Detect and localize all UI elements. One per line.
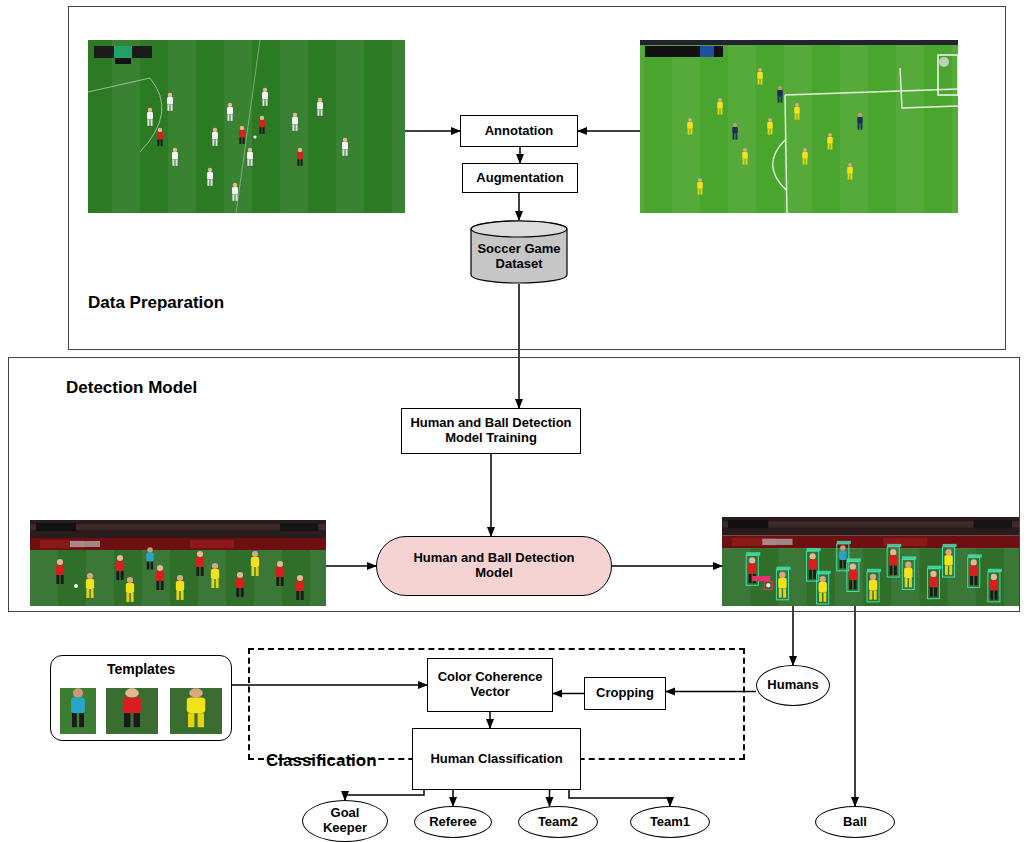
- output-ellipse: Team2: [518, 806, 598, 838]
- process-box: Augmentation: [462, 163, 578, 193]
- process-box: Human Classification: [412, 728, 581, 790]
- node-label: Human Classification: [430, 752, 562, 767]
- output-ellipse: Team1: [630, 806, 710, 838]
- flow-arrow: [518, 193, 520, 220]
- node-label: Soccer Game Dataset: [474, 242, 564, 272]
- node-label: Goal Keeper: [311, 806, 379, 836]
- detection-output-frame: [722, 517, 1020, 606]
- node-label: Team2: [538, 815, 578, 830]
- data-ellipse: Humans: [756, 665, 830, 706]
- node-label: Human and Ball Detection Model: [393, 551, 595, 581]
- classification-group: ClassificationColor Coherence VectorCrop…: [248, 648, 745, 760]
- soccer-frame: [640, 40, 958, 213]
- node-label: Cropping: [596, 686, 654, 701]
- node-label: Annotation: [485, 124, 554, 139]
- data-preparation-panel: Data Preparation AnnotationAugmentationSo…: [68, 6, 1006, 350]
- output-ellipse: Ball: [815, 806, 895, 838]
- node-label: Ball: [843, 815, 867, 830]
- flow-arrow: [490, 454, 492, 536]
- node-label: Augmentation: [476, 171, 563, 186]
- flow-arrow: [232, 684, 427, 686]
- group-heading: Detection Model: [66, 378, 197, 398]
- template-crops: [60, 688, 222, 734]
- process-box: Human and Ball Detection Model Training: [401, 408, 581, 454]
- output-ellipse: Referee: [414, 806, 492, 838]
- model-box: Human and Ball Detection Model: [376, 536, 612, 596]
- process-box: Color Coherence Vector: [427, 658, 553, 712]
- process-box: Cropping: [584, 677, 666, 710]
- flow-arrow: [553, 693, 584, 695]
- group-heading: Classification: [266, 751, 377, 771]
- image-arrows: [326, 131, 855, 806]
- flow-arrow: [518, 284, 520, 408]
- template-box: Templates: [50, 655, 232, 741]
- flow-arrow: [666, 691, 756, 693]
- node-label: Color Coherence Vector: [434, 670, 546, 700]
- flow-arrow: [489, 712, 491, 728]
- output-ellipse: Goal Keeper: [302, 800, 388, 842]
- node-label: Team1: [650, 815, 690, 830]
- soccer-frame: [30, 520, 326, 606]
- node-label: Referee: [429, 815, 477, 830]
- detection-model-panel: Detection ModelHuman and Ball Detection …: [8, 357, 1020, 612]
- flow-arrow: [452, 790, 454, 806]
- group-heading: Data Preparation: [88, 293, 224, 313]
- flow-arrow: [519, 147, 521, 163]
- flow-arrow: [569, 790, 670, 806]
- node-label: Humans: [767, 678, 818, 693]
- process-box: Annotation: [460, 115, 578, 147]
- dataset-cylinder: Soccer Game Dataset: [470, 220, 568, 284]
- flow-arrow: [549, 790, 551, 806]
- flow-arrow: [345, 790, 424, 800]
- soccer-frame: [88, 40, 405, 213]
- node-label: Templates: [107, 661, 175, 677]
- node-label: Human and Ball Detection Model Training: [408, 416, 574, 446]
